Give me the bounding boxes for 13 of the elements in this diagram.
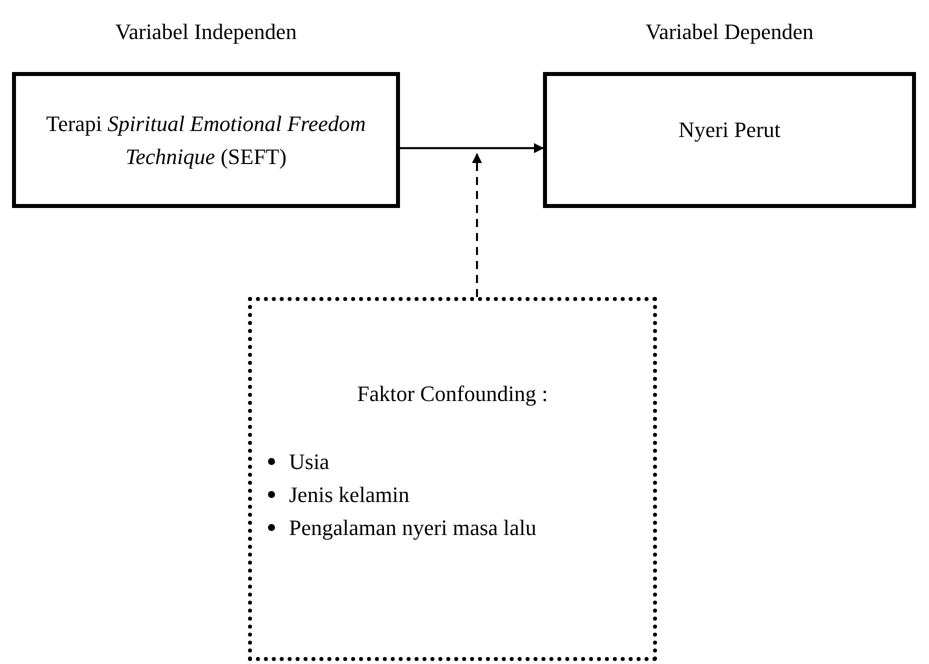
box-text: Nyeri Perut bbox=[678, 116, 781, 144]
variable-heading: Variabel Dependen bbox=[646, 18, 814, 46]
box-heading: Faktor Confounding : bbox=[356, 380, 549, 408]
arrow bbox=[400, 143, 544, 154]
variable-heading: Variabel Independen bbox=[115, 18, 297, 46]
variable-box bbox=[12, 72, 400, 208]
variable-box bbox=[543, 72, 916, 208]
arrow bbox=[472, 153, 482, 297]
list-item: Jenis kelamin bbox=[264, 478, 641, 511]
factor-box bbox=[248, 297, 657, 661]
list-item: Usia bbox=[264, 445, 641, 478]
box-text: Terapi Spiritual Emotional Freedom Technique (SEFT) bbox=[45, 110, 367, 171]
list-item: Pengalaman nyeri masa lalu bbox=[264, 511, 641, 544]
